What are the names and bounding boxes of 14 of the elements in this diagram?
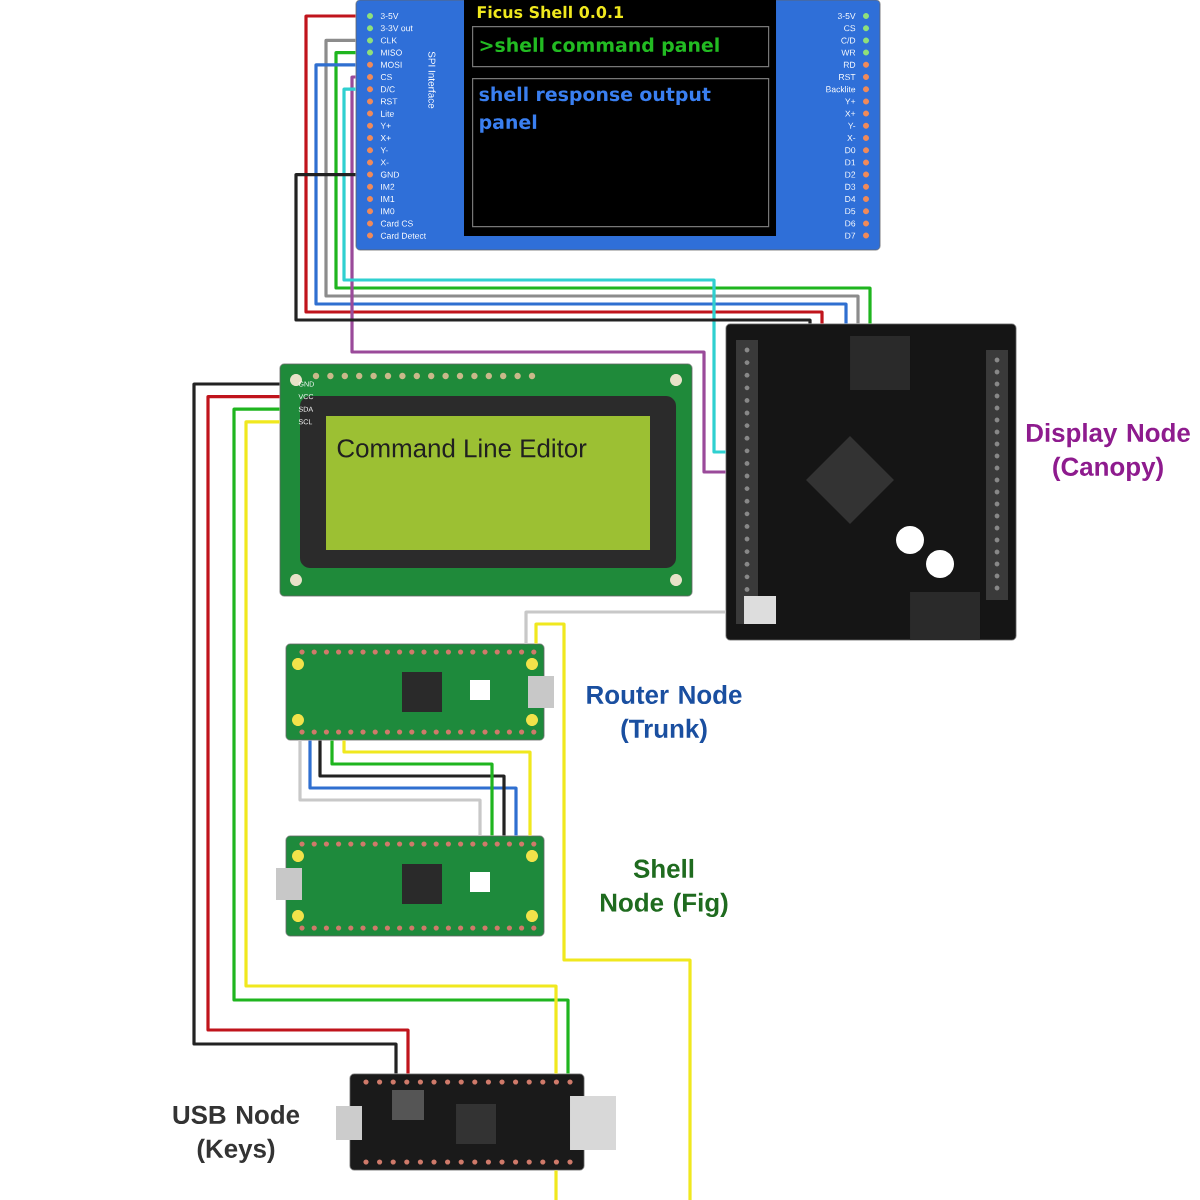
node-label: Router Node (Trunk) xyxy=(587,685,742,743)
node-label: USB Node (Keys) xyxy=(173,1105,300,1163)
command-panel: >shell command panel xyxy=(472,26,770,68)
response-panel: shell response output panel xyxy=(472,78,770,228)
node-label: Shell Node (Fig) xyxy=(601,858,728,918)
lcd-text: Command Line Editor xyxy=(337,438,587,458)
wire xyxy=(534,622,692,1200)
wire xyxy=(294,173,812,325)
wire xyxy=(524,610,726,644)
wire xyxy=(298,740,482,836)
wire xyxy=(304,14,824,324)
wire xyxy=(342,740,532,836)
wire xyxy=(554,1170,558,1200)
node-label: Display Node (Canopy) xyxy=(1026,423,1190,481)
